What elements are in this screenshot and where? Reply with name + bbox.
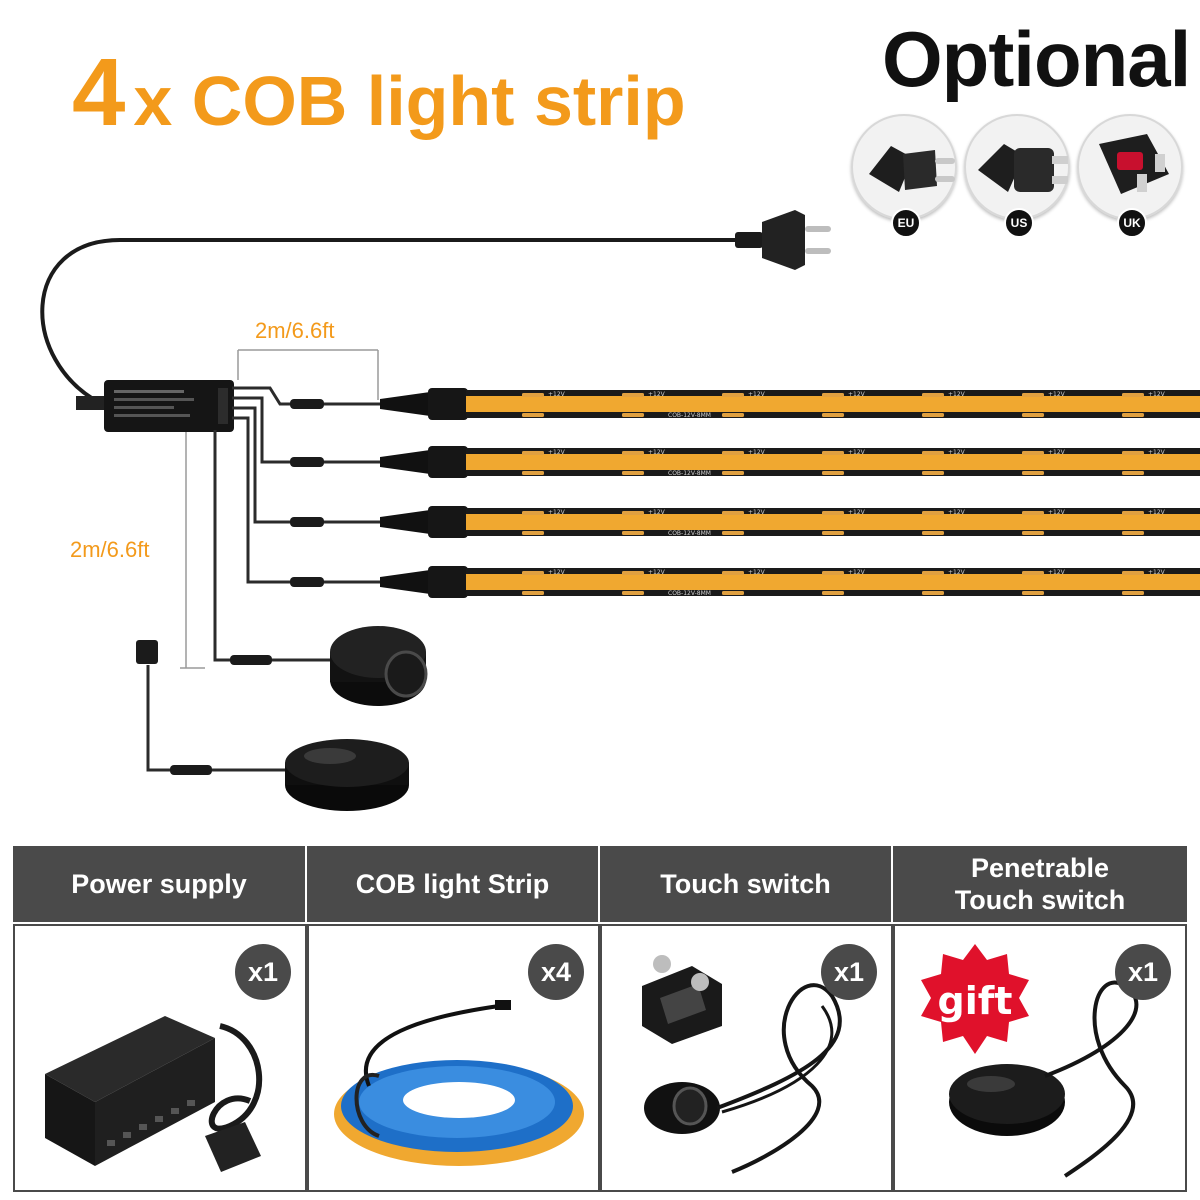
- penetrable-touch-pad: [285, 739, 409, 811]
- strip-voltage-mark: +12V: [548, 569, 566, 576]
- strip-model-mark: COB-12V-8MM: [668, 530, 711, 537]
- strip-voltage-mark: +12V: [848, 391, 866, 398]
- power-supply-unit: [76, 380, 234, 432]
- package-contents-table: Power supply COB light Strip Touch switc…: [13, 846, 1187, 1192]
- strip-voltage-mark: +12V: [648, 449, 666, 456]
- strip-model-mark: COB-12V-8MM: [668, 470, 711, 477]
- touch-sensor: [330, 626, 428, 706]
- optional-title: Optional: [882, 15, 1191, 103]
- strip-voltage-mark: +12V: [848, 569, 866, 576]
- cob-strip: +12V +12V +12V +12V +12V +12V +12V COB-12V-8MM: [380, 506, 1200, 538]
- power-cable: [40, 238, 735, 405]
- strip-voltage-mark: +12V: [1048, 391, 1066, 398]
- cable-eu-plug-icon: [735, 210, 831, 270]
- cob-strip: +12V +12V +12V +12V +12V +12V +12V COB-12V-8MM: [380, 388, 1200, 420]
- plug-tag-us: US: [1004, 208, 1034, 238]
- strip-cable-length-label: 2m/6.6ft: [255, 318, 335, 343]
- strip-voltage-mark: +12V: [548, 449, 566, 456]
- header-cob-strip: COB light Strip: [307, 846, 598, 922]
- cob-strip: +12V +12V +12V +12V +12V +12V +12V COB-12V-8MM: [380, 446, 1200, 478]
- plug-tag-uk: UK: [1117, 208, 1147, 238]
- strip-voltage-mark: +12V: [748, 569, 766, 576]
- touch-switch-product-icon: [642, 955, 842, 1174]
- header-power-supply: Power supply: [13, 846, 305, 922]
- cell-penetrable-touch-switch: x1 gift: [893, 924, 1187, 1192]
- gift-badge-text: gift: [938, 979, 1013, 1023]
- strip-voltage-mark: +12V: [1148, 509, 1166, 516]
- cell-cob-strip: x4: [307, 924, 600, 1192]
- strip-voltage-mark: +12V: [1148, 569, 1166, 576]
- strip-feed-cables: [146, 386, 380, 772]
- qty-badge: x1: [235, 944, 291, 1000]
- strip-voltage-mark: +12V: [948, 391, 966, 398]
- cob-strips: +12V+12V+12V+12V+12V+12V+12VCOB-12V-8MM+…: [380, 388, 1200, 598]
- switch-cable-length-label: 2m/6.6ft: [70, 537, 150, 562]
- strip-voltage-mark: +12V: [1148, 391, 1166, 398]
- strip-voltage-mark: +12V: [948, 569, 966, 576]
- strip-voltage-mark: +12V: [848, 509, 866, 516]
- strip-voltage-mark: +12V: [1048, 449, 1066, 456]
- uk-plug-icon: [1099, 134, 1169, 194]
- inline-connectors: [136, 399, 324, 775]
- strip-voltage-mark: +12V: [948, 509, 966, 516]
- header-touch-switch: Touch switch: [600, 846, 891, 922]
- strip-voltage-mark: +12V: [1048, 569, 1066, 576]
- uk-plug-option: [1077, 114, 1183, 220]
- strip-model-mark: COB-12V-8MM: [668, 590, 711, 597]
- power-supply-product-icon: [45, 1016, 263, 1172]
- qty-badge: x1: [821, 944, 877, 1000]
- strip-model-mark: COB-12V-8MM: [668, 412, 711, 419]
- dimension-lines: [180, 349, 379, 669]
- plug-tag-eu: EU: [891, 208, 921, 238]
- strip-voltage-mark: +12V: [1148, 449, 1166, 456]
- header-penetrable-touch-switch: Penetrable Touch switch: [893, 846, 1187, 922]
- strip-voltage-mark: +12V: [848, 449, 866, 456]
- headline-count: 4: [72, 39, 125, 146]
- strip-voltage-mark: +12V: [648, 509, 666, 516]
- cell-power-supply: x1: [13, 924, 307, 1192]
- qty-badge: x1: [1115, 944, 1171, 1000]
- strip-voltage-mark: +12V: [548, 509, 566, 516]
- strip-voltage-mark: +12V: [648, 569, 666, 576]
- cob-strip: +12V +12V +12V +12V +12V +12V +12V COB-12V-8MM: [380, 566, 1200, 598]
- us-plug-icon: [978, 144, 1068, 192]
- strip-voltage-mark: +12V: [748, 509, 766, 516]
- strip-voltage-mark: +12V: [748, 449, 766, 456]
- strip-voltage-mark: +12V: [648, 391, 666, 398]
- strip-voltage-mark: +12V: [748, 391, 766, 398]
- qty-badge: x4: [528, 944, 584, 1000]
- wiring-diagram: +12V+12V+12V+12V+12V+12V+12VCOB-12V-8MM+…: [40, 210, 1200, 811]
- eu-plug-option: [851, 114, 957, 220]
- strip-voltage-mark: +12V: [1048, 509, 1066, 516]
- cell-touch-switch: x1: [600, 924, 893, 1192]
- headline-text: x COB light strip: [133, 62, 686, 140]
- strip-voltage-mark: +12V: [548, 391, 566, 398]
- gift-badge-icon: gift: [921, 944, 1029, 1054]
- us-plug-option: [964, 114, 1070, 220]
- penetrable-touch-pad-product-icon: [949, 980, 1139, 1178]
- cob-strip-reel-icon: [334, 1000, 584, 1166]
- strip-voltage-mark: +12V: [948, 449, 966, 456]
- eu-plug-icon: [869, 146, 955, 192]
